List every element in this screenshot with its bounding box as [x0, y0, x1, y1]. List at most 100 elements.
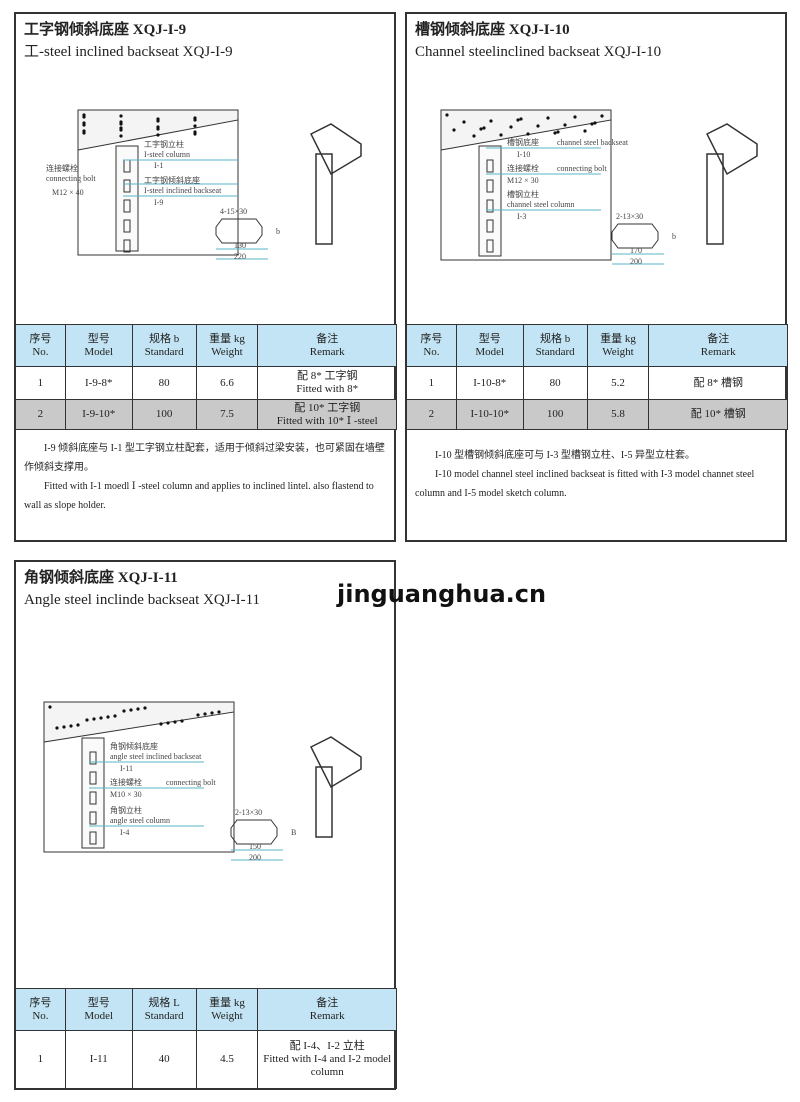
steel-column [81, 737, 105, 849]
description: I-10 型槽钢倾斜底座可与 I-3 型槽钢立柱、I-5 异型立柱套。 I-10 … [415, 446, 777, 503]
panel-title-en: Channel steelinclined backseat XQJ-I-10 [415, 44, 662, 60]
diagram-label: 工字钢倾斜底座 [144, 176, 200, 185]
table-cell: 5.8 [586, 399, 650, 430]
table-cell: I-11 [64, 1030, 133, 1089]
table-cell: 6.6 [195, 366, 259, 400]
diagram-label: connecting bolt [557, 164, 607, 173]
diagram-label: angle steel inclined backseat [110, 752, 202, 761]
diagram-label: 工字钢立柱 [144, 140, 184, 149]
diagram-label: 2-13×30 [235, 808, 263, 817]
table-cell: 80 [131, 366, 197, 400]
table-cell: 80 [522, 366, 588, 400]
table-cell: 5.2 [586, 366, 650, 400]
description-paragraph: I-10 model channel steel inclined backse… [415, 469, 755, 499]
table-cell: 1 [15, 366, 66, 400]
diagram-label: 220 [234, 252, 246, 261]
diagram-label: B [291, 828, 297, 837]
concrete-ceiling [43, 701, 235, 743]
table-cell: 100 [131, 399, 197, 430]
watermark: jinguanghua.cn [337, 580, 547, 608]
concrete-ceiling [440, 109, 612, 151]
table-cell: I-9-8* [64, 366, 133, 400]
installation-diagram [77, 109, 362, 260]
panel-title-cn: 工字钢倾斜底座 XQJ-I-9 [24, 22, 187, 38]
panel-title-cn: 槽钢倾斜底座 XQJ-I-10 [415, 22, 570, 38]
table-cell: I-10-8* [455, 366, 524, 400]
diagram-label: 槽钢立柱 [507, 190, 539, 199]
diagram-label: 角钢倾斜底座 [110, 742, 158, 751]
description: I-9 倾斜底座与 I-1 型工字钢立柱配套，适用于倾斜过梁安装，也可紧固在墙壁… [24, 439, 386, 515]
description-paragraph: I-9 倾斜底座与 I-1 型工字钢立柱配套，适用于倾斜过梁安装，也可紧固在墙壁… [24, 443, 385, 473]
table-cell: 2 [15, 399, 66, 430]
diagram-label: angle steel column [110, 816, 170, 825]
diagram-label: 130 [234, 241, 246, 250]
diagram-label: 200 [249, 853, 261, 862]
diagram-label: M12 × 40 [52, 188, 84, 197]
table-cell: 7.5 [195, 399, 259, 430]
diagram-label: 连接螺栓 [46, 164, 78, 173]
table-cell: 1 [15, 1030, 66, 1089]
diagram-label: connecting bolt [46, 174, 96, 183]
diagram-label: I-steel inclined backseat [144, 186, 222, 195]
diagram-label: 4-15×30 [220, 207, 248, 216]
table-cell: 40 [131, 1030, 197, 1089]
diagram-label: I-11 [120, 764, 134, 773]
backseat-plate-3d [309, 736, 362, 838]
remark-cell: 配 10* 槽钢 [648, 399, 788, 430]
diagram-label: b [672, 232, 676, 241]
table-cell: I-9-10* [64, 399, 133, 430]
diagram-label: I-1 [154, 161, 164, 170]
diagram-label: 连接螺栓 [110, 778, 142, 787]
diagram-label: I-10 [517, 150, 531, 159]
installation-diagram [43, 701, 362, 861]
diagram-label: M12 × 30 [507, 176, 539, 185]
diagram-label: 150 [249, 842, 261, 851]
steel-column [115, 145, 139, 252]
remark-cell: 配 8* 槽钢 [648, 366, 788, 400]
plate-dimension-drawing [215, 218, 268, 260]
table-cell: 2 [406, 399, 457, 430]
diagram-label: M10 × 30 [110, 790, 142, 799]
diagram-label: I-steel column [144, 150, 190, 159]
diagram-label: I-9 [154, 198, 164, 207]
table-cell: 4.5 [195, 1030, 259, 1089]
diagram-label: 连接螺栓 [507, 164, 539, 173]
description-paragraph: Fitted with I-1 moedl Ⅰ -steel column an… [24, 481, 374, 511]
table-cell: I-10-10* [455, 399, 524, 430]
plate-dimension-drawing [230, 819, 283, 861]
panel-title-en: Angle steel inclinde backseat XQJ-I-11 [24, 592, 261, 608]
table-cell: 100 [522, 399, 588, 430]
diagram-label: I-4 [120, 828, 130, 837]
diagram-label: I-3 [517, 212, 527, 221]
diagram-label: 槽钢底座 [507, 138, 539, 147]
plate-dimension-drawing [611, 223, 664, 265]
diagram-label: connecting bolt [166, 778, 216, 787]
diagram-label: channel steel backseat [557, 138, 629, 147]
description-paragraph: I-10 型槽钢倾斜底座可与 I-3 型槽钢立柱、I-5 异型立柱套。 [435, 450, 695, 461]
backseat-plate-3d [705, 123, 758, 245]
table-cell: 1 [406, 366, 457, 400]
diagram-label: channel steel column [507, 200, 575, 209]
